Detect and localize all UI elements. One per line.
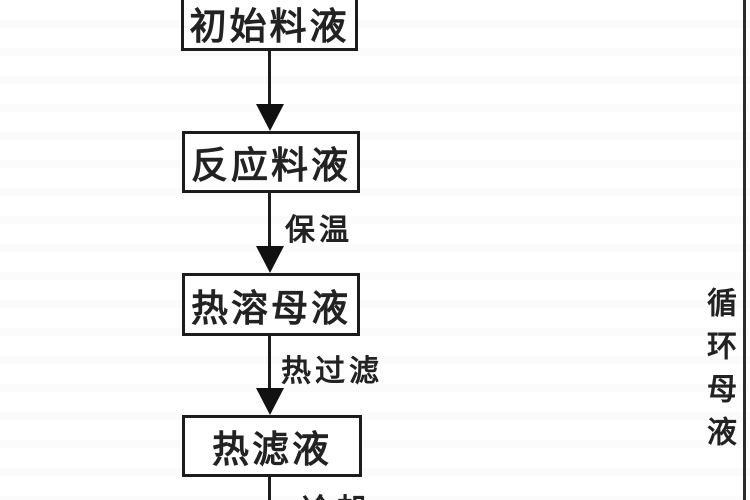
node-label: 反应料液 (191, 145, 351, 186)
arrow-down-icon (256, 388, 284, 415)
connector-line-3 (268, 336, 271, 392)
side-label-circulating-mother-liquor: 循环母液 (702, 287, 735, 459)
flowchart-node-hot-filtrate: 热滤液 (182, 415, 362, 477)
edge-label-cooling: 冷却 (302, 485, 370, 500)
flowchart-node-hot-dissolved-mother-liquor: 热溶母液 (182, 273, 360, 336)
connector-line-1 (268, 51, 271, 107)
flowchart-node-initial-feed-liquid: 初始料液 (181, 0, 358, 51)
flowchart-node-reaction-feed-liquid: 反应料液 (182, 131, 360, 193)
edge-label-keep-warm: 保温 (285, 214, 353, 247)
arrow-down-icon (256, 246, 284, 273)
connector-line-4 (268, 477, 271, 500)
arrow-down-icon (256, 104, 284, 131)
node-label: 初始料液 (189, 6, 350, 47)
connector-line-2 (268, 193, 271, 249)
node-label: 热溶母液 (191, 287, 351, 329)
node-label: 热滤液 (212, 429, 332, 470)
edge-label-hot-filtration: 热过滤 (281, 355, 383, 388)
page-edge-line (743, 0, 746, 500)
